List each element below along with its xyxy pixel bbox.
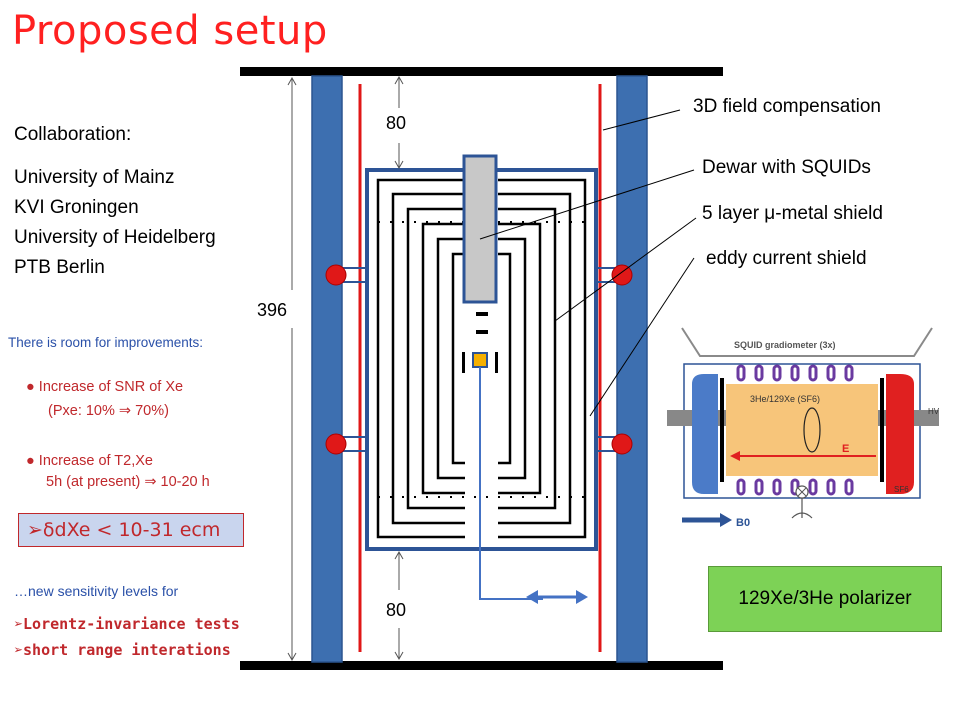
improvement-bullet: ● Increase of SNR of Xe <box>26 379 183 395</box>
bullet-icon: ● <box>26 453 35 469</box>
outlook-intro: …new sensitivity levels for <box>14 583 179 599</box>
mount-point <box>325 433 347 455</box>
dimension-height: 396 <box>257 300 288 320</box>
page-title: Proposed setup <box>12 8 328 54</box>
mount-point <box>611 264 633 286</box>
sample-cell <box>472 352 488 368</box>
outlook-item: ➢Lorentz-invariance tests <box>14 615 240 633</box>
top-plate <box>240 67 723 76</box>
improvement-snr: Increase of SNR of Xe <box>38 379 184 395</box>
dimension-top: 80 <box>386 113 407 133</box>
right-pillar <box>616 75 648 663</box>
valve-stand <box>791 498 813 519</box>
squid-gradiometer <box>681 327 933 357</box>
gas-cell <box>726 384 878 476</box>
bullet-icon: ● <box>26 379 35 395</box>
left-pillar <box>311 75 343 663</box>
improvement-bullet: ● Increase of T2,Xe <box>26 453 153 469</box>
mu-metal-shield <box>376 178 587 539</box>
label-mu-shield: 5 layer μ-metal shield <box>702 203 883 224</box>
improvement-t2-detail: 5h (at present) ⇒ 10-20 h <box>46 474 210 490</box>
b0-arrow-head <box>720 513 732 527</box>
squid-sensor <box>476 312 488 316</box>
gas-line <box>479 367 543 600</box>
cell-inset-figure: SQUID gradiometer (3x) 3He/129Xe (SF6) E… <box>662 322 948 534</box>
arrow-head-left <box>526 590 538 604</box>
precession-loop <box>803 407 821 453</box>
hv-label: HV <box>928 407 940 416</box>
collaboration-member: KVI Groningen <box>14 197 139 218</box>
electrode <box>462 352 465 373</box>
electrode-blue <box>692 374 718 494</box>
b0-label: B0 <box>736 517 750 529</box>
e-field-arrow-head <box>730 451 740 461</box>
label-dewar: Dewar with SQUIDs <box>702 157 871 178</box>
dimension-bottom: 80 <box>386 600 407 620</box>
cell-gas-label: 3He/129Xe (SF6) <box>750 394 820 404</box>
outlook-item: ➢short range interations <box>14 641 231 659</box>
dewar <box>462 154 498 304</box>
label-field-compensation: 3D field compensation <box>693 96 881 117</box>
bottom-plate <box>240 661 723 670</box>
squid-gradiometer-label: SQUID gradiometer (3x) <box>734 340 836 350</box>
improvement-snr-detail: (Pxe: 10% ⇒ 70%) <box>48 403 169 419</box>
sf6-label: SF6 <box>894 485 909 494</box>
squid-sensor <box>476 330 488 334</box>
collaboration-heading: Collaboration: <box>14 124 132 145</box>
collaboration-member: University of Heidelberg <box>14 227 216 248</box>
edm-limit-box: ➢δdXe < 10-31 ecm <box>18 513 244 547</box>
mount-point <box>611 433 633 455</box>
collaboration-member: University of Mainz <box>14 167 175 188</box>
mount-point <box>325 264 347 286</box>
collaboration-member: PTB Berlin <box>14 257 105 278</box>
label-eddy-shield: eddy current shield <box>706 248 867 269</box>
coil-rings <box>736 364 854 496</box>
leader-lines <box>479 109 697 417</box>
improvements-intro: There is room for improvements: <box>8 335 204 350</box>
arrow-head-right <box>576 590 588 604</box>
improvement-t2: Increase of T2,Xe <box>38 453 153 469</box>
e-field-label: E <box>842 443 849 455</box>
dimension-lines <box>287 75 404 662</box>
electrode-red <box>886 374 914 494</box>
polarizer-box: 129Xe/3He polarizer <box>708 566 942 632</box>
electrode <box>495 352 498 373</box>
